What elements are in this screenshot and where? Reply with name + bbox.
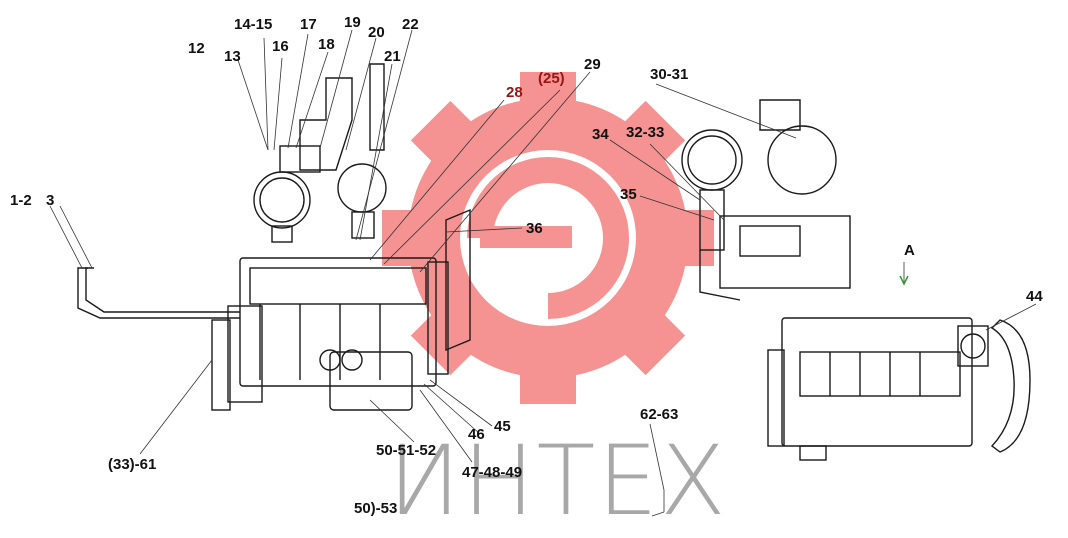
callout-22: 22: [402, 16, 419, 33]
callout-21: 21: [384, 48, 401, 65]
callout-28: 28: [506, 84, 523, 101]
engine-side-view: [77, 63, 471, 411]
callout-50-53: 50)-53: [354, 500, 398, 517]
callout-20: 20: [368, 24, 385, 41]
callout-3: 3: [46, 192, 55, 209]
leader-lines: [49, 29, 1037, 517]
callout-33-61: (33)-61: [108, 456, 157, 473]
callout-19: 19: [344, 14, 361, 31]
callout-1-2: 1-2: [10, 192, 32, 209]
callout-13: 13: [224, 48, 241, 65]
callout-62-63: 62-63: [640, 406, 679, 423]
callout-25: (25): [538, 70, 565, 87]
callout-17: 17: [300, 16, 317, 33]
callout-44: 44: [1026, 288, 1043, 305]
callout-47-48-49: 47-48-49: [462, 464, 523, 481]
callout-45: 45: [494, 418, 511, 435]
callout-29: 29: [584, 56, 601, 73]
callout-36: 36: [526, 220, 543, 237]
callout-46: 46: [468, 426, 485, 443]
logo-gear-icon: [382, 72, 714, 404]
view-marker-label: A: [904, 242, 915, 259]
callout-35: 35: [620, 186, 637, 203]
view-arrow-icon: [899, 275, 909, 286]
engine-top-right-view: [681, 99, 851, 301]
callout-34: 34: [592, 126, 609, 143]
callout-32-33: 32-33: [626, 124, 665, 141]
callout-30-31: 30-31: [650, 66, 689, 83]
callout-16: 16: [272, 38, 289, 55]
callout-50-51-52: 50-51-52: [376, 442, 437, 459]
callout-12: 12: [188, 40, 205, 57]
brand-wordmark: ИНТЕХ: [388, 425, 728, 537]
callout-18: 18: [318, 36, 335, 53]
callout-14-15: 14-15: [234, 16, 273, 33]
engine-bottom-right-view: [767, 317, 1031, 461]
